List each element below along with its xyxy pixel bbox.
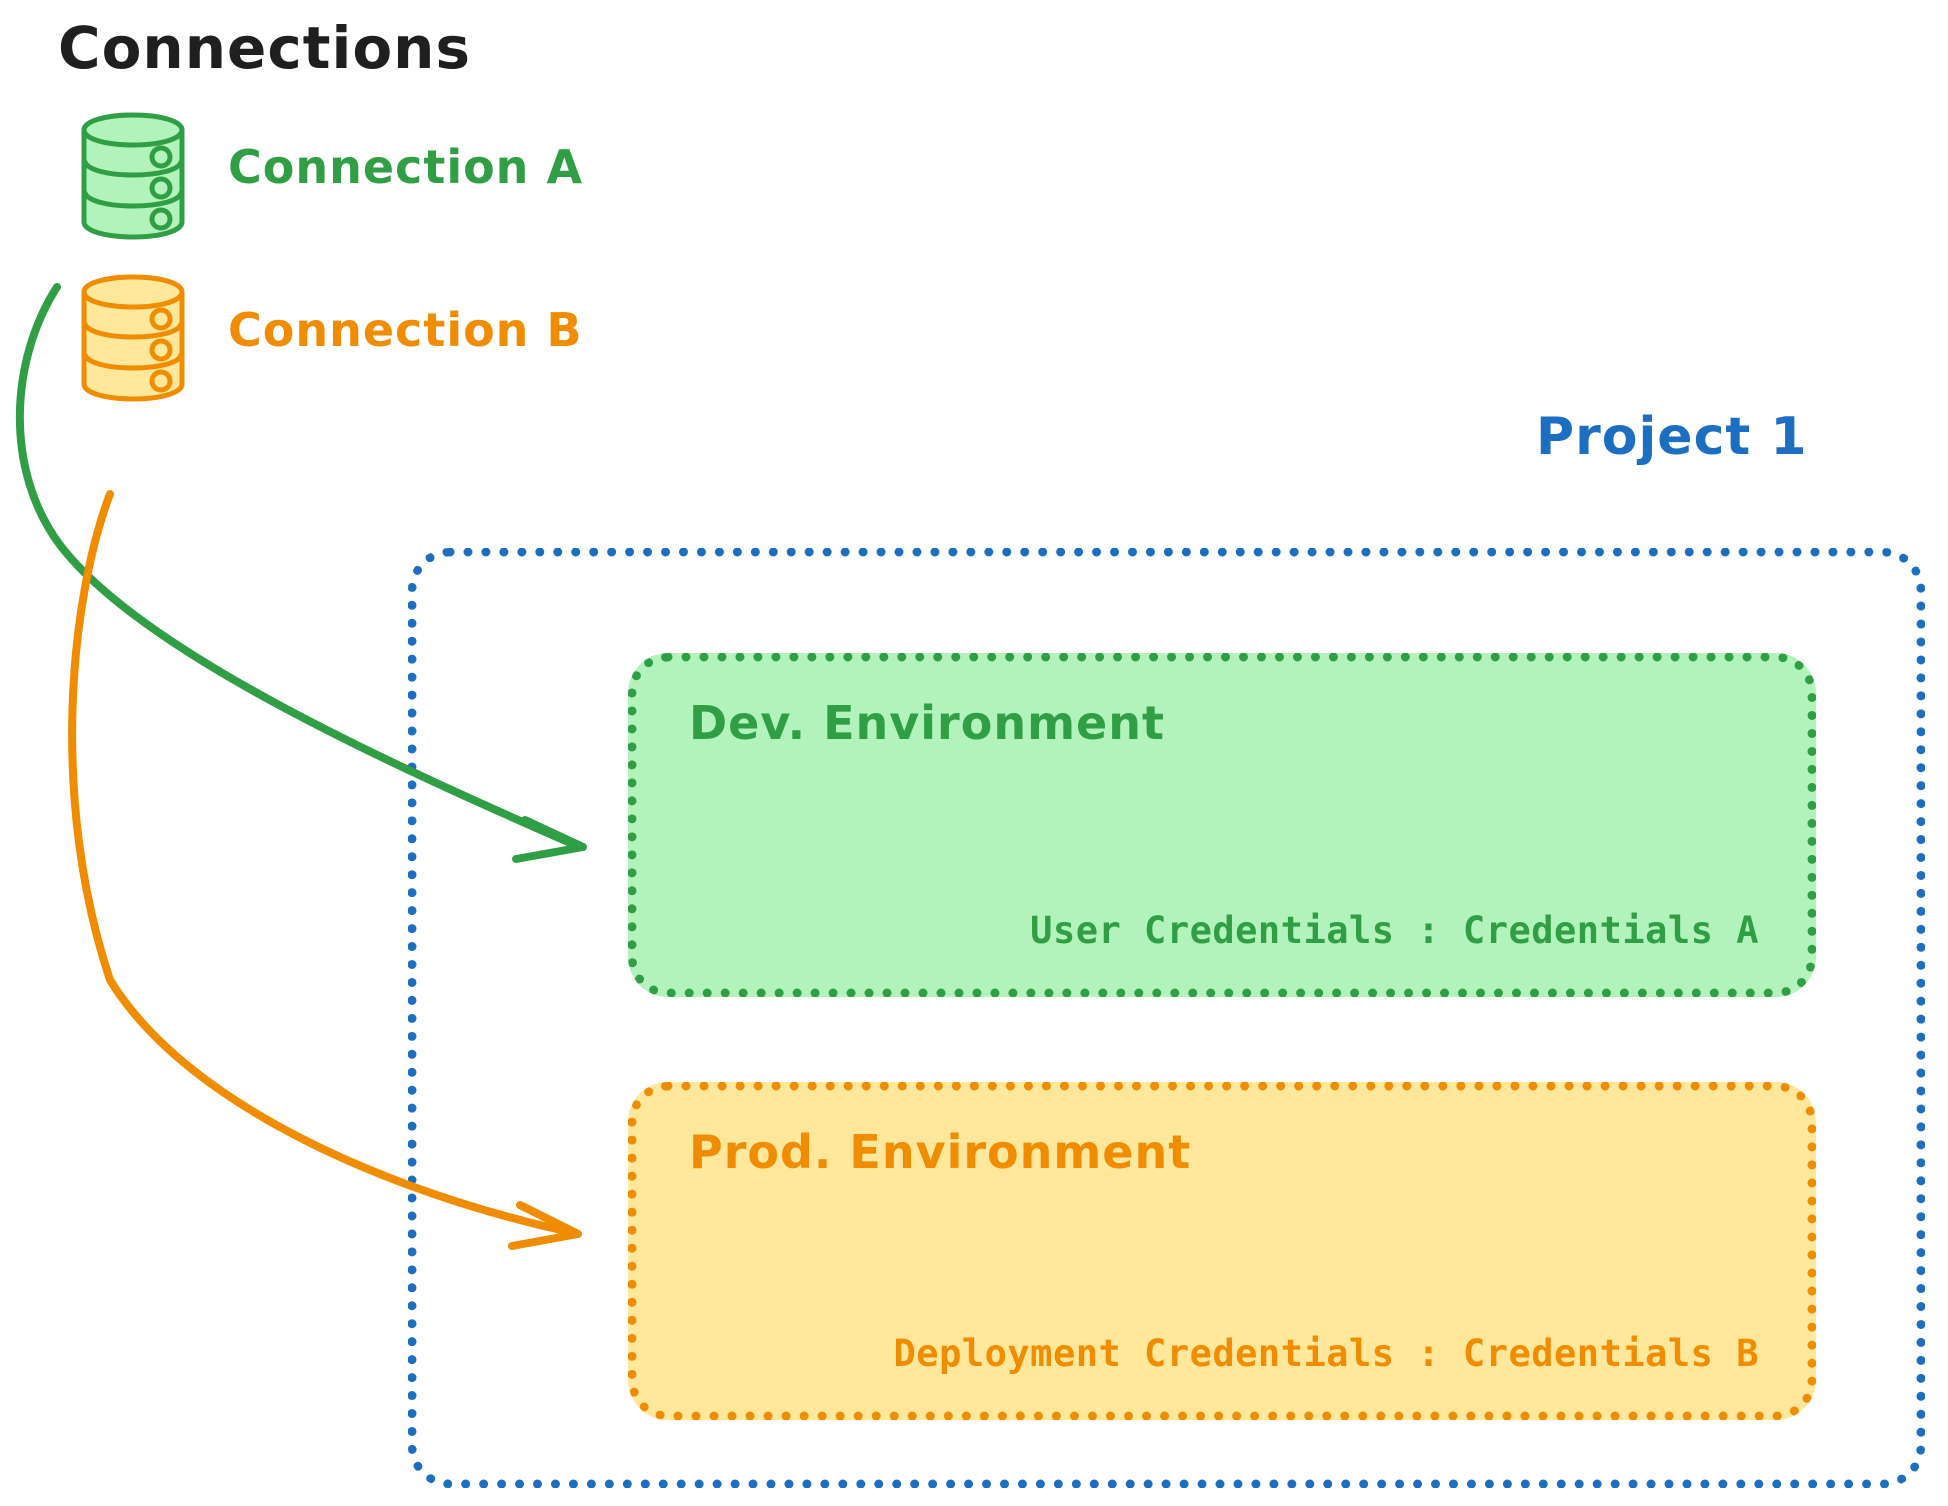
- connection-a-label: Connection A: [228, 140, 584, 194]
- connection-b-label: Connection B: [228, 303, 583, 357]
- database-cylinder-icon-connection-b: [78, 274, 188, 402]
- project-title: Project 1: [1536, 407, 1808, 467]
- prod-environment-title: Prod. Environment: [689, 1125, 1192, 1179]
- dev-environment-title: Dev. Environment: [689, 696, 1165, 750]
- dev-environment-credentials: User Credentials : Credentials A: [1030, 909, 1759, 952]
- page-title-connections: Connections: [58, 14, 471, 82]
- database-cylinder-icon-connection-a: [78, 112, 188, 240]
- prod-environment-credentials: Deployment Credentials : Credentials B: [893, 1332, 1759, 1375]
- prod-environment-box: Prod. Environment Deployment Credentials…: [628, 1082, 1816, 1420]
- dev-environment-box: Dev. Environment User Credentials : Cred…: [628, 653, 1816, 997]
